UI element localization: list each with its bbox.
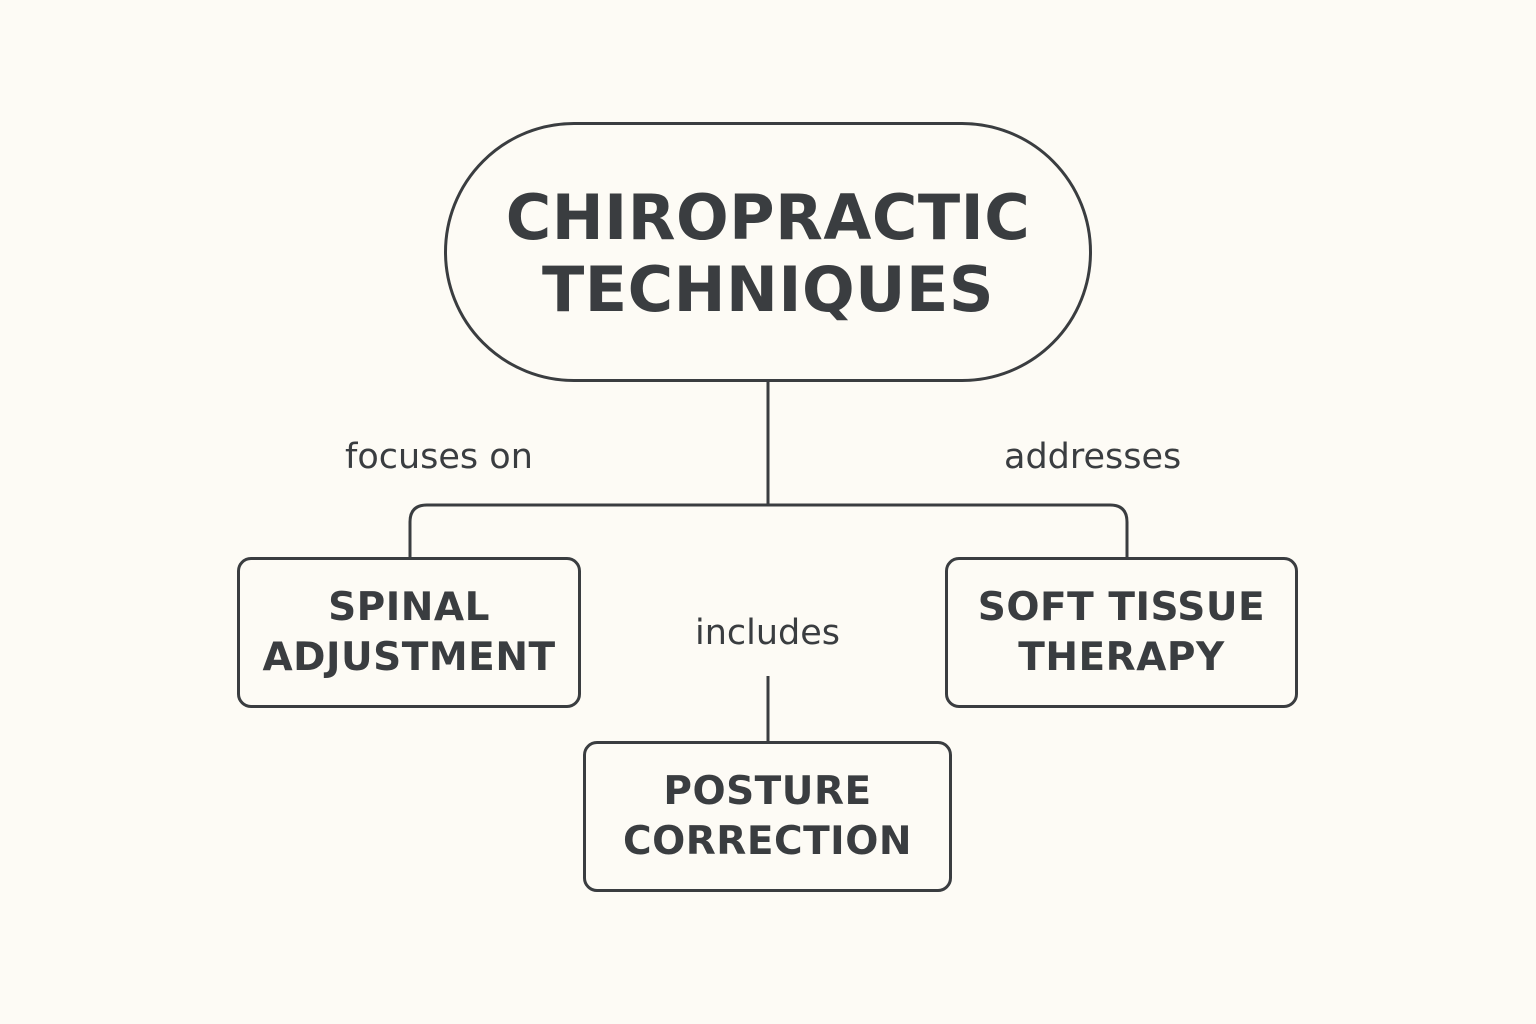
edge-label-addresses: addresses [1004,437,1182,477]
node-posture-correction: POSTURE CORRECTION [583,741,952,892]
root-node-line2: TECHNIQUES [541,253,995,326]
root-node-line1: CHIROPRACTIC [505,181,1031,254]
node-posture-line1: POSTURE [663,768,872,814]
node-spinal-line1: SPINAL [328,584,490,630]
node-posture-line2: CORRECTION [622,818,912,864]
node-soft-line1: SOFT TISSUE [977,584,1266,630]
node-spinal-adjustment: SPINAL ADJUSTMENT [237,557,581,708]
edge-label-focuses-on: focuses on [345,437,533,477]
edge-label-includes: includes [695,613,841,653]
node-spinal-line2: ADJUSTMENT [262,634,556,680]
node-soft-line2: THERAPY [1018,634,1225,680]
node-soft-tissue-therapy: SOFT TISSUE THERAPY [945,557,1298,708]
branch-bar-line [408,503,1129,557]
root-node-chiropractic-techniques: CHIROPRACTIC TECHNIQUES [444,122,1092,382]
